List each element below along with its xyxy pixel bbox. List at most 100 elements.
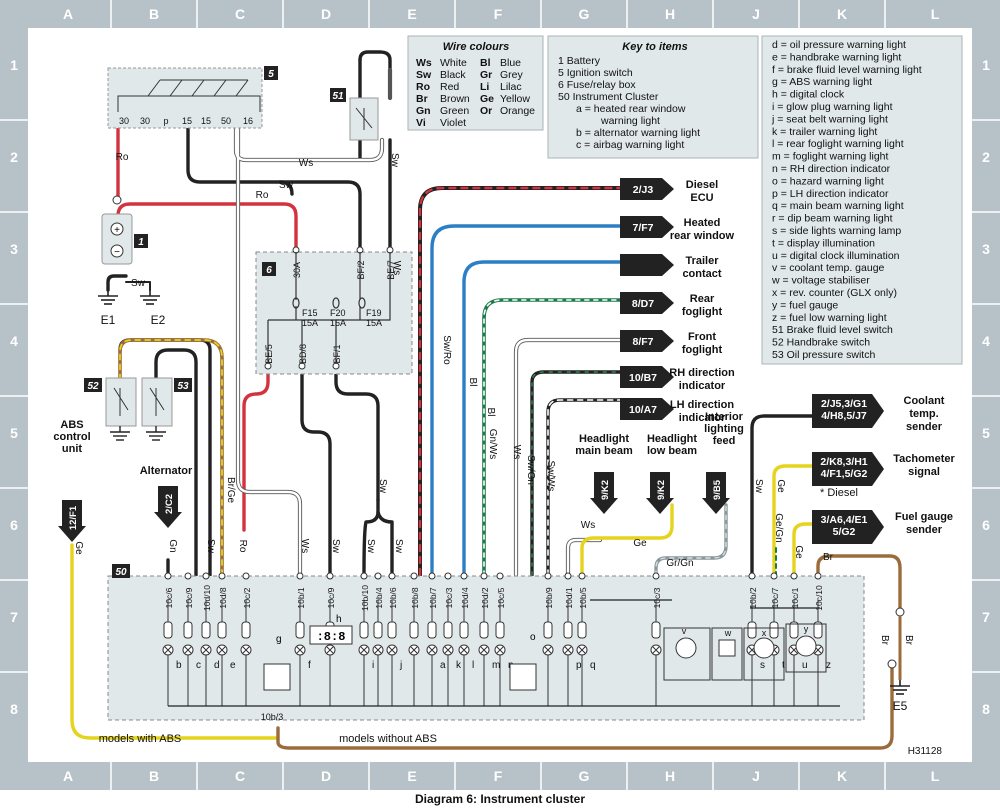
fuse-f15-name: F15: [302, 308, 318, 318]
cluster-pin: 10d/2: [478, 572, 490, 706]
down-arrow-label: control: [53, 431, 90, 443]
wire-colours-title: Wire colours: [443, 41, 510, 53]
ign-terminal-15a: 15: [182, 116, 192, 126]
wire-label: Bl: [467, 378, 478, 387]
key-right-line: r = dip beam warning light: [772, 213, 893, 225]
wc-name-ge: Yellow: [500, 93, 530, 105]
key-right-line: z = fuel low warning light: [772, 312, 887, 324]
grid-col-j: J: [752, 6, 760, 22]
key-right-line: f = brake fluid level warning light: [772, 64, 922, 76]
grid-row-4-right: 4: [982, 333, 990, 349]
connector-label: Rear: [690, 293, 715, 305]
grid-col-l-bottom: L: [931, 768, 940, 784]
cluster-pin: 10c/3: [442, 572, 454, 706]
grid-row-3-right: 3: [982, 241, 990, 257]
down-arrow-label: unit: [62, 443, 82, 455]
cluster-pin: 10b/8: [408, 572, 420, 706]
cluster-pin: 10c/2: [240, 572, 252, 706]
svg-text:10b/9: 10b/9: [544, 587, 554, 609]
wire-label: Sw/Ws: [545, 460, 556, 491]
svg-text:10c/10: 10c/10: [814, 585, 824, 611]
down-arrow-code: 12/F1: [68, 505, 79, 530]
grid-row-8-right: 8: [982, 701, 990, 717]
wire-label: Sw: [205, 539, 216, 554]
key-right-line: v = coolant temp. gauge: [772, 262, 885, 274]
grid-row-5: 5: [10, 425, 18, 441]
fuse-f19-rating: 15A: [366, 318, 382, 328]
grid-col-d-bottom: D: [321, 768, 331, 784]
down-arrow-label: feed: [713, 435, 736, 447]
wc-code-ge: Ge: [480, 93, 494, 105]
connector-code: 5/G2: [833, 526, 856, 538]
handbrake-switch-number: 52: [87, 381, 99, 392]
connector-label: foglight: [682, 306, 723, 318]
lamp-letter: z: [826, 660, 831, 671]
earth-e2: [140, 290, 160, 305]
lamp-letter: i: [372, 660, 374, 671]
svg-text:10c/9: 10c/9: [184, 587, 194, 608]
wc-code-ws: Ws: [416, 57, 432, 69]
brake-fluid-switch: 51: [330, 88, 379, 141]
cluster-pin: 10d/4: [458, 572, 470, 706]
lamp-letter: c: [196, 660, 201, 671]
connector-label: temp.: [909, 408, 938, 420]
wire-label: Gn/Ws: [487, 429, 498, 460]
key-right-line: q = main beam warning light: [772, 200, 904, 212]
handbrake-switch: 52: [84, 377, 137, 441]
svg-text:10b/8: 10b/8: [410, 587, 420, 609]
key-right-line: x = rev. counter (GLX only): [772, 287, 897, 299]
connector-label: RH direction: [669, 367, 735, 379]
connector-code: 10/B7: [629, 372, 657, 384]
down-arrow-label: Headlight: [579, 433, 629, 445]
connector-label: signal: [908, 466, 940, 478]
wire-label: Ge: [775, 479, 786, 493]
wc-name-vi: Violet: [440, 117, 466, 129]
connector-label: sender: [906, 421, 943, 433]
wc-name-ws: White: [440, 57, 467, 69]
grid-col-l: L: [931, 6, 940, 22]
wc-code-br: Br: [416, 93, 428, 105]
wire-label: Sw: [393, 539, 404, 554]
wire-label: Ge: [793, 545, 804, 559]
wire-label: Gr/Gn: [666, 558, 693, 569]
svg-text:10d/4: 10d/4: [460, 587, 470, 609]
wire-label: Br: [903, 635, 914, 646]
wc-code-ro: Ro: [416, 81, 430, 93]
wires: [70, 50, 902, 750]
earth-e1-label: E1: [101, 313, 116, 327]
key-right-line: h = digital clock: [772, 89, 845, 101]
battery: + − 1: [101, 195, 148, 265]
earth-e1: [98, 290, 118, 305]
connector-code: 3/A6,4/E1: [821, 514, 868, 526]
key-right-line: i = glow plug warning light: [772, 101, 893, 113]
splice-label: 10b/3: [261, 712, 284, 722]
key-right-line: p = LH direction indicator: [772, 188, 889, 200]
grid-col-a-bottom: A: [63, 768, 73, 784]
wc-code-li: Li: [480, 81, 489, 93]
key-line-8: c = airbag warning light: [576, 139, 684, 151]
wc-name-li: Lilac: [500, 81, 522, 93]
oil-switch-number: 53: [177, 381, 189, 392]
connector-label: Heated: [684, 217, 721, 229]
wire-label: Sw/Ro: [441, 335, 452, 365]
fuse-term-be5: BE/5: [264, 344, 274, 364]
key-right-line: o = hazard warning light: [772, 175, 884, 187]
grid-row-2-right: 2: [982, 149, 990, 165]
fuse-relay-box: 6 30A BF/2 BE/7 BE/5 BD/8 BF/1 F15 15A F…: [255, 246, 413, 375]
grid-col-e: E: [407, 6, 416, 22]
ign-terminal-15b: 15: [201, 116, 211, 126]
grid-col-d: D: [321, 6, 331, 22]
lamp-letter: l: [472, 660, 474, 671]
key-right-line: e = handbrake warning light: [772, 51, 901, 63]
ign-terminal-p: p: [163, 116, 168, 126]
coolant-gauge-icon: [675, 637, 697, 659]
cluster-pin: 10d/1: [562, 572, 574, 706]
wire-label: Ro: [256, 190, 269, 201]
wire-label: Ge: [73, 541, 84, 555]
